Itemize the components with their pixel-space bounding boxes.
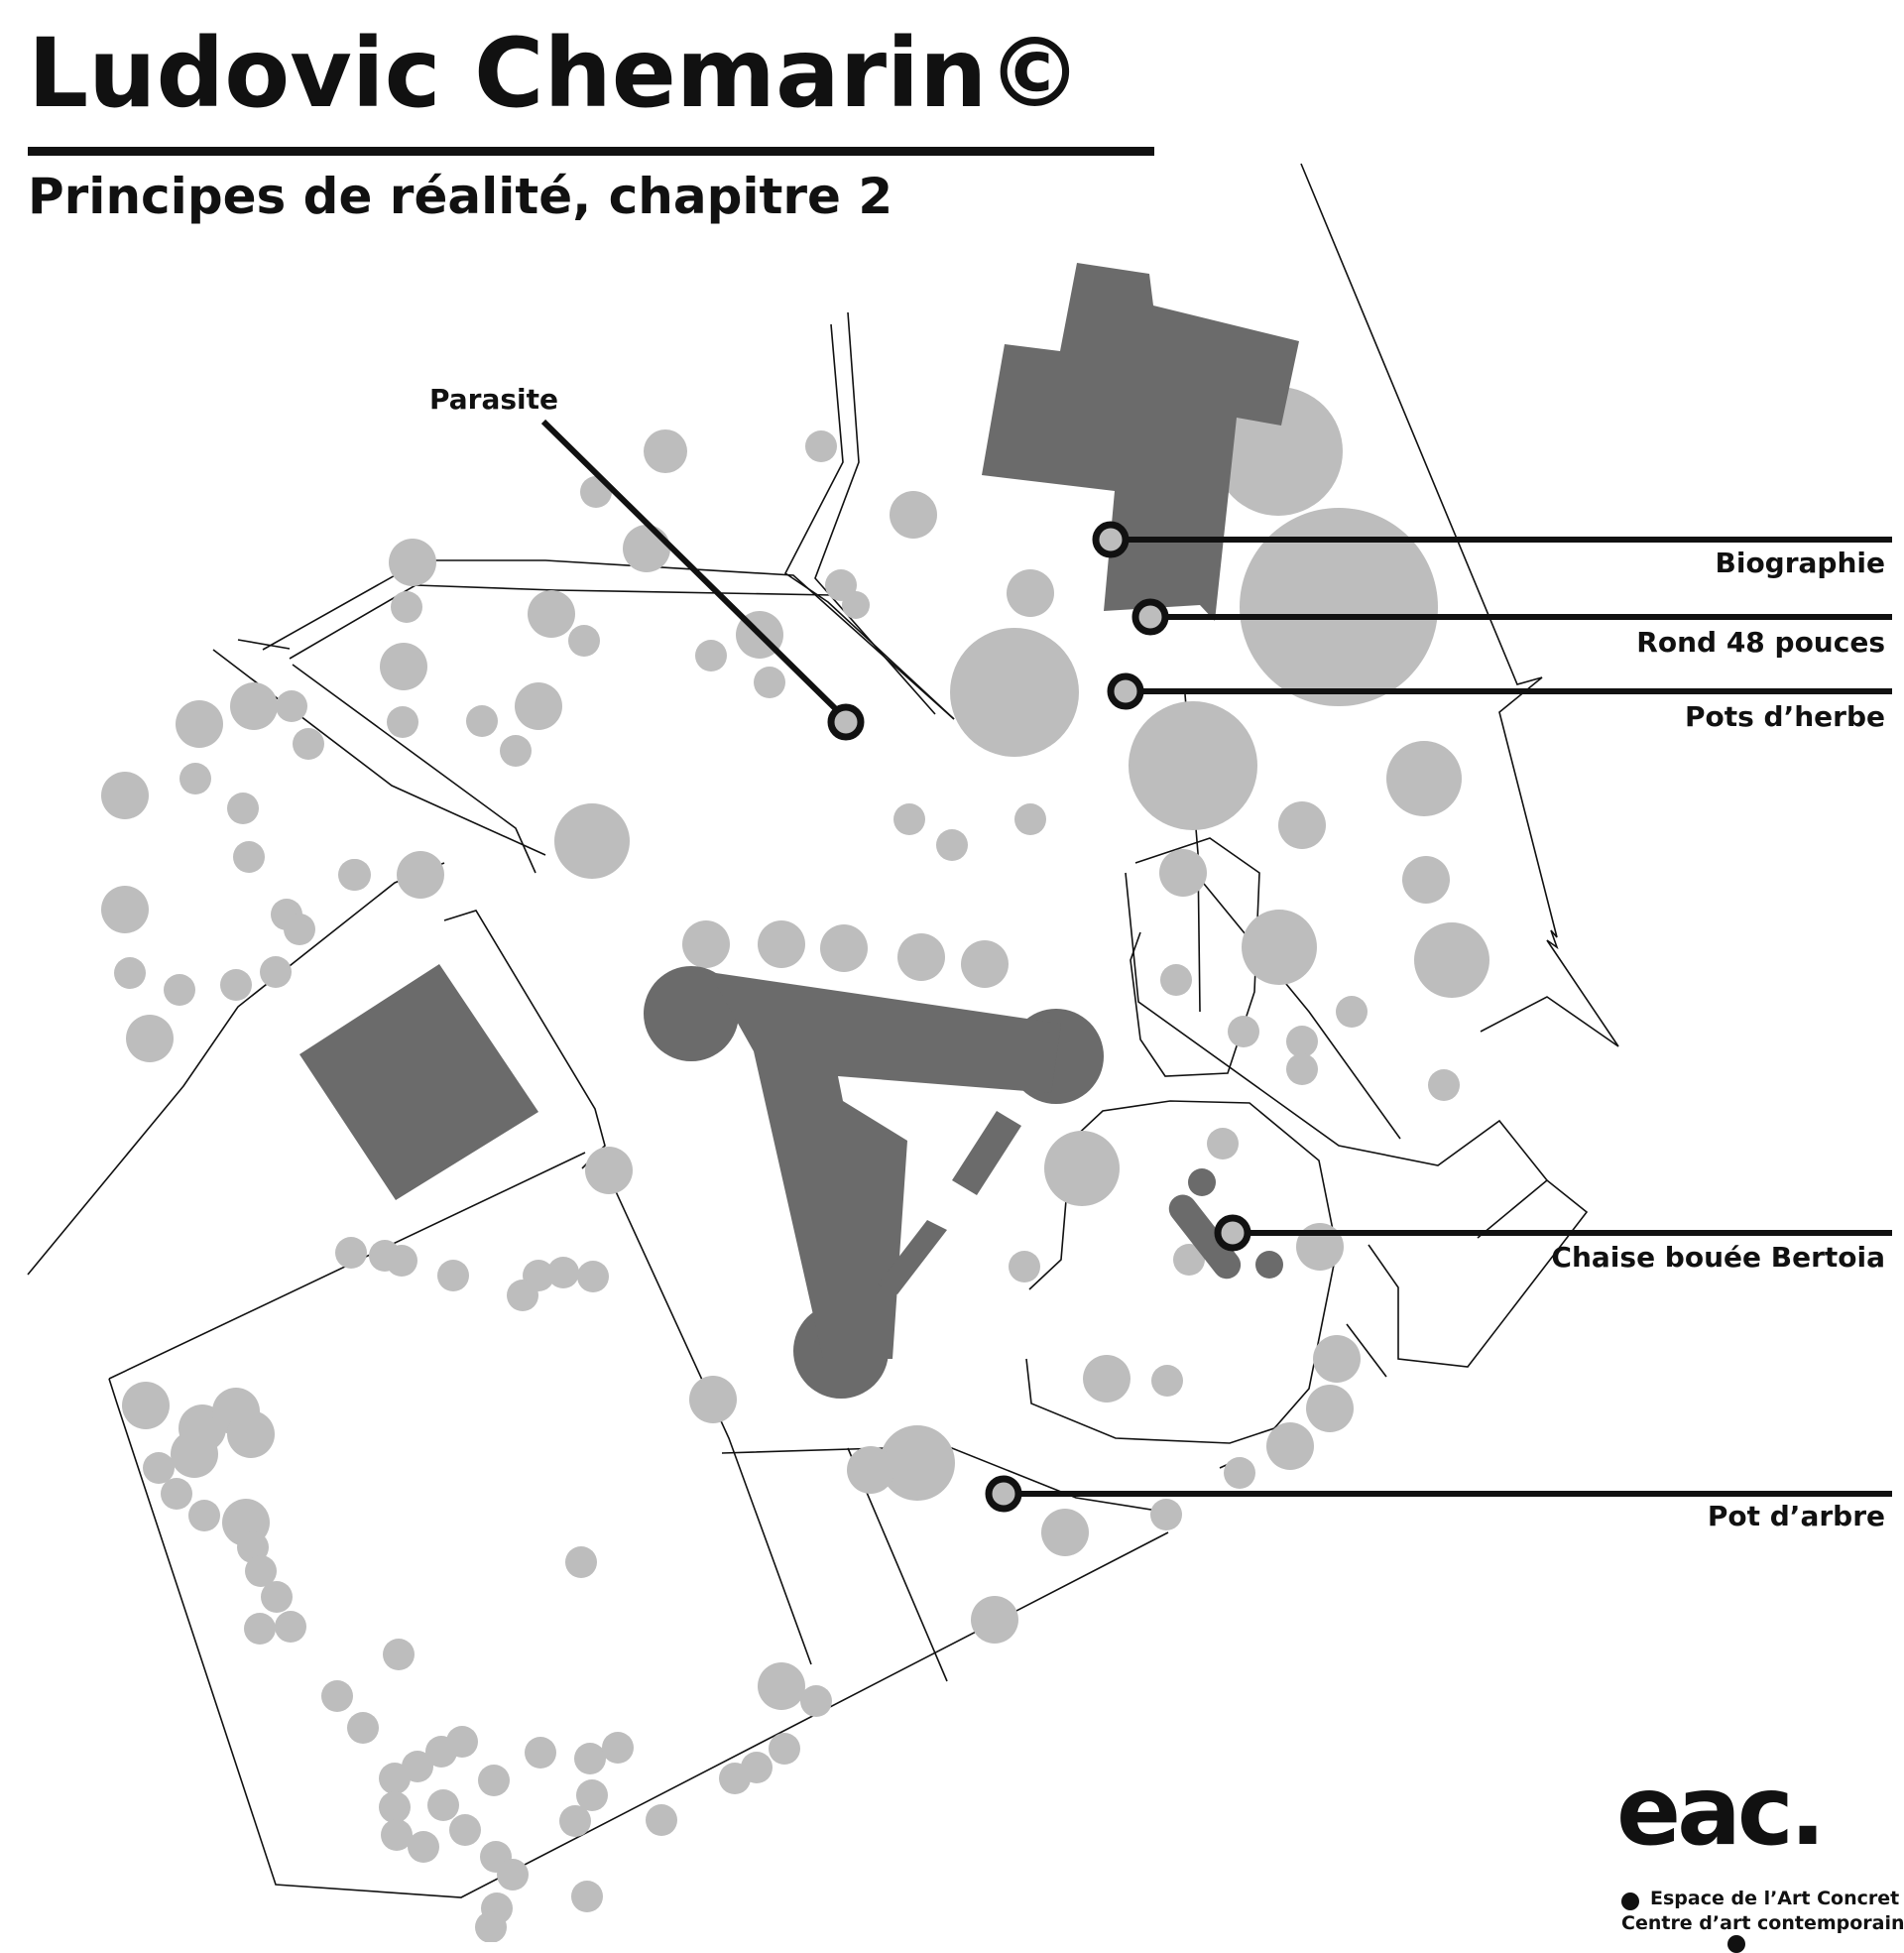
label-parasite: Parasite	[429, 383, 559, 416]
bench	[1168, 1168, 1283, 1280]
callout-lines	[540, 419, 1892, 1497]
page-title: Ludovic Chemarin©	[28, 18, 1083, 129]
label-chaise: Chaise bouée Bertoia	[1551, 1241, 1885, 1274]
callout-markers	[827, 521, 1251, 1513]
marker-chaise	[1214, 1214, 1251, 1252]
trees	[101, 387, 1489, 1942]
eac-logo: eac.	[1616, 1756, 1826, 1867]
label-pots-herbe: Pots d’herbe	[1684, 700, 1885, 733]
label-pot-arbre: Pot d’arbre	[1707, 1500, 1885, 1532]
buildings	[299, 263, 1299, 1399]
logo-dot-1	[1621, 1892, 1639, 1910]
logo-dot-2	[1727, 1935, 1745, 1953]
title-underline	[28, 147, 1154, 156]
logo-line-2: Centre d’art contemporain	[1621, 1912, 1904, 1934]
logo-line-1: Espace de l’Art Concret	[1650, 1888, 1900, 1909]
square-building	[299, 964, 538, 1200]
marker-rond	[1131, 598, 1169, 636]
marker-biographie	[1092, 521, 1130, 558]
tripod-sculpture	[644, 966, 1104, 1399]
marker-pot-arbre	[985, 1475, 1022, 1513]
marker-pots-herbe	[1107, 672, 1144, 710]
main-building	[982, 263, 1299, 621]
label-biographie: Biographie	[1715, 547, 1886, 579]
label-rond: Rond 48 pouces	[1636, 626, 1885, 659]
marker-parasite	[827, 703, 865, 741]
page-subtitle: Principes de réalité, chapitre 2	[28, 168, 893, 225]
